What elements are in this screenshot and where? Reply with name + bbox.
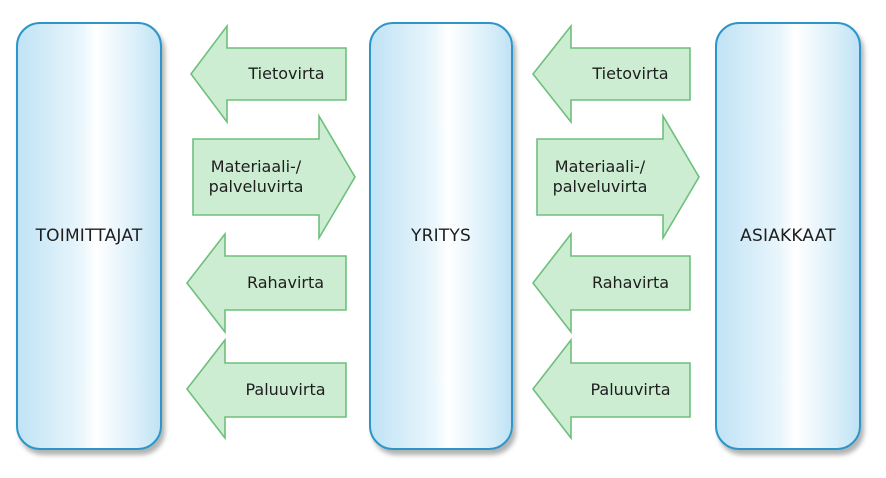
entity-customers: ASIAKKAAT (715, 22, 861, 450)
arrow-information-right: Tietovirta (531, 23, 691, 125)
arrow-money-right: Rahavirta (531, 231, 691, 335)
arrow-information-right-label: Tietovirta (592, 64, 669, 83)
entity-suppliers: TOIMITTAJAT (16, 22, 162, 450)
left-arrow-shape (531, 23, 691, 125)
arrow-material-right-label: Materiaali-/ palveluvirta (552, 157, 648, 196)
arrow-return-left-label: Paluuvirta (245, 380, 326, 399)
arrow-information-left: Tietovirta (190, 23, 347, 125)
left-arrow-shape (185, 337, 347, 441)
arrow-return-left: Paluuvirta (185, 337, 347, 441)
arrow-information-left-label: Tietovirta (248, 64, 325, 83)
entity-company-label: YRITYS (411, 226, 471, 246)
arrow-return-right-label: Paluuvirta (590, 380, 671, 399)
arrow-money-right-label: Rahavirta (591, 273, 670, 292)
arrow-material-left: Materiaali-/ palveluvirta (192, 113, 356, 241)
arrow-return-right: Paluuvirta (531, 337, 691, 441)
left-arrow-shape (185, 231, 347, 335)
arrow-material-left-label: Materiaali-/ palveluvirta (208, 157, 304, 196)
arrow-material-right: Materiaali-/ palveluvirta (536, 113, 700, 241)
right-arrow-shape (192, 113, 356, 241)
left-arrow-shape (531, 337, 691, 441)
arrow-money-left: Rahavirta (185, 231, 347, 335)
entity-company: YRITYS (369, 22, 513, 450)
left-arrow-shape (190, 23, 347, 125)
left-arrow-shape (531, 231, 691, 335)
entity-customers-label: ASIAKKAAT (740, 226, 836, 246)
right-arrow-shape (536, 113, 700, 241)
entity-suppliers-label: TOIMITTAJAT (35, 226, 143, 246)
arrow-money-left-label: Rahavirta (246, 273, 325, 292)
